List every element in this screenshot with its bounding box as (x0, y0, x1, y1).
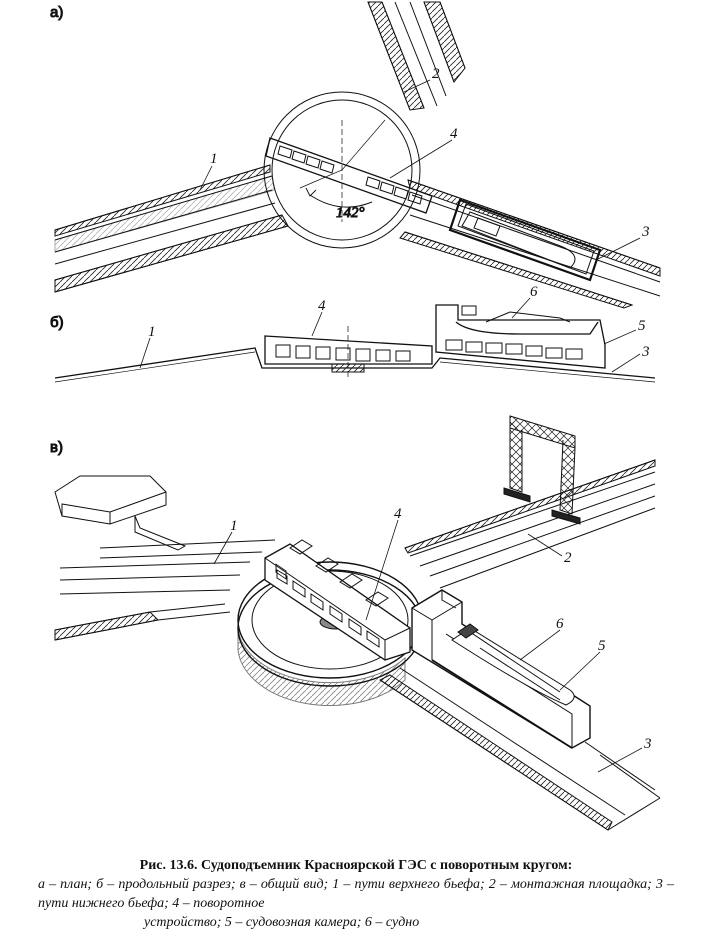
chamber-section (435, 304, 606, 369)
caption-title: Рис. 13.6. Судоподъемник Красноярской ГЭ… (139, 858, 573, 873)
turntable-beam-view (264, 539, 411, 661)
panel-b-section: б) (50, 297, 656, 383)
callout-6-section: 6 (530, 284, 538, 300)
callout-5-section: 5 (638, 318, 646, 334)
caption-last-line: устройство; 5 – судовозная камера; 6 – с… (144, 915, 420, 930)
turntable-section (264, 326, 433, 378)
callout-4-section: 4 (318, 298, 326, 314)
figure-caption: Рис. 13.6. Судоподъемник Красноярской ГЭ… (38, 856, 674, 932)
callout-3-section: 3 (641, 344, 650, 360)
callout-2-plan: 2 (432, 66, 440, 82)
callout-5-view: 5 (598, 638, 606, 654)
callout-1-section: 1 (148, 324, 156, 340)
turntable-beam-plan (265, 137, 433, 214)
panel-a-letter: а) (50, 4, 63, 21)
track-upper-bief (54, 539, 276, 641)
gantry-crane (503, 415, 581, 525)
left-arm-track (54, 164, 289, 293)
callout-1-plan: 1 (210, 151, 218, 167)
callout-1-view: 1 (230, 518, 238, 534)
callout-4-view: 4 (394, 506, 402, 522)
callout-4-plan: 4 (450, 126, 458, 142)
panel-v-general-view: в) (50, 415, 661, 831)
caption-body: а – план; б – продольный разрез; в – общ… (38, 877, 674, 911)
track-lower-bief (379, 667, 661, 831)
callout-2-view: 2 (564, 550, 572, 566)
ship-chamber-view (411, 589, 591, 749)
angle-label: 142° (336, 205, 365, 221)
upper-arm-track (367, 1, 466, 111)
panel-b-letter: б) (50, 314, 64, 331)
panel-v-letter: в) (50, 439, 63, 456)
callout-3-view: 3 (643, 736, 652, 752)
rotating-circle-plan (263, 91, 421, 249)
angle-arc (309, 194, 373, 208)
lower-arm-track (399, 179, 661, 309)
track-assembly-area (404, 459, 656, 589)
building-outline (54, 475, 187, 551)
panel-a-plan: а) (50, 1, 661, 309)
callout-3-plan: 3 (641, 224, 650, 240)
shiplift-figure: а) (50, 1, 661, 831)
callout-6-view: 6 (556, 616, 564, 632)
